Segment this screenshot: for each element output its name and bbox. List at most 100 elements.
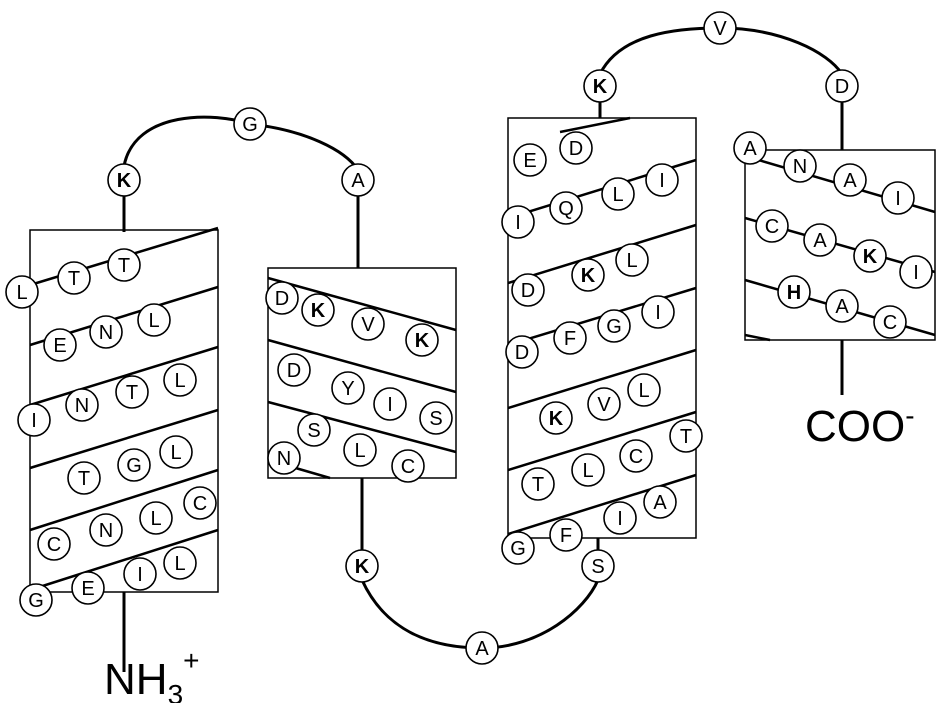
residue-circle bbox=[107, 163, 141, 197]
residue-circle bbox=[783, 149, 817, 183]
residue-letter: K bbox=[355, 556, 370, 578]
loop-3-residue-d: D bbox=[825, 69, 859, 103]
residue-letter: C bbox=[765, 216, 779, 238]
helix-3-residue-f: F bbox=[549, 518, 583, 552]
residue-circle bbox=[619, 439, 653, 473]
helix-3-residue-d: D bbox=[505, 335, 539, 369]
residue-circle bbox=[505, 335, 539, 369]
residue-letter: F bbox=[564, 328, 576, 350]
residue-circle bbox=[71, 571, 105, 605]
residue-circle bbox=[163, 363, 197, 397]
helix-4-residue-a: A bbox=[803, 223, 837, 257]
helix-3-residue-g: G bbox=[501, 531, 535, 565]
residue-letter: I bbox=[137, 564, 143, 586]
helix-3-residue-l: L bbox=[615, 243, 649, 277]
residue-letter: T bbox=[532, 474, 544, 496]
residue-letter: D bbox=[835, 76, 849, 98]
residue-circle bbox=[345, 549, 379, 583]
residue-circle bbox=[17, 403, 51, 437]
residue-circle bbox=[553, 321, 587, 355]
residue-circle bbox=[277, 353, 311, 387]
helix-3-residue-q: Q bbox=[549, 191, 583, 225]
helix-4-residue-i: I bbox=[881, 181, 915, 215]
residue-circle bbox=[587, 387, 621, 421]
residue-letter: D bbox=[275, 288, 289, 310]
helix-1-residue-l: L bbox=[137, 303, 171, 337]
residue-circle bbox=[37, 527, 71, 561]
residue-circle bbox=[107, 248, 141, 282]
loop-3-residue-v: V bbox=[703, 11, 737, 45]
residue-letter: G bbox=[606, 316, 622, 338]
residue-circle bbox=[137, 303, 171, 337]
residue-circle bbox=[643, 485, 677, 519]
residue-letter: S bbox=[429, 408, 442, 430]
residue-circle bbox=[669, 419, 703, 453]
residue-letter: I bbox=[659, 170, 665, 192]
helix-1-residue-i: I bbox=[17, 403, 51, 437]
residue-circle bbox=[159, 435, 193, 469]
residue-letter: L bbox=[170, 442, 181, 464]
residue-letter: C bbox=[193, 493, 207, 515]
residue-letter: K bbox=[415, 330, 430, 352]
residue-letter: E bbox=[53, 335, 66, 357]
helix-1-residue-t: T bbox=[67, 461, 101, 495]
residue-letter: I bbox=[895, 188, 901, 210]
helix-3-residue-l: L bbox=[601, 177, 635, 211]
loop-connectors bbox=[122, 26, 844, 672]
residue-circle bbox=[733, 131, 767, 165]
helix-4-residue-n: N bbox=[783, 149, 817, 183]
residue-circle bbox=[351, 307, 385, 341]
loop-1-residue-a: A bbox=[341, 163, 375, 197]
helix-1-residue-l: L bbox=[5, 275, 39, 309]
residue-letter: C bbox=[47, 534, 61, 556]
helix-1-residue-n: N bbox=[65, 388, 99, 422]
helix-3-residue-d: D bbox=[559, 131, 593, 165]
helix-2-residue-k: K bbox=[405, 323, 439, 357]
residue-circle bbox=[301, 293, 335, 327]
residue-circle bbox=[521, 467, 555, 501]
residue-letter: A bbox=[843, 170, 857, 192]
helix-3-residue-d: D bbox=[511, 273, 545, 307]
residue-circle bbox=[115, 375, 149, 409]
residue-circle bbox=[645, 163, 679, 197]
helix-2-residue-s: S bbox=[419, 401, 453, 435]
residue-letter: A bbox=[475, 638, 489, 660]
residue-letter: C bbox=[401, 456, 415, 478]
residue-letter: V bbox=[597, 394, 611, 416]
helix-4-residue-a: A bbox=[825, 289, 859, 323]
residue-letter: A bbox=[351, 170, 365, 192]
helix-2-residue-l: L bbox=[343, 433, 377, 467]
residue-letter: I bbox=[31, 410, 37, 432]
residue-circle bbox=[67, 461, 101, 495]
residue-circle bbox=[833, 163, 867, 197]
helix-3-residue-c: C bbox=[619, 439, 653, 473]
residue-circle bbox=[597, 309, 631, 343]
helix-3-residue-e: E bbox=[513, 143, 547, 177]
residue-letter: E bbox=[523, 150, 536, 172]
residue-circle bbox=[755, 209, 789, 243]
residue-letter: L bbox=[626, 250, 637, 272]
residue-circle bbox=[57, 261, 91, 295]
residue-letter: D bbox=[515, 342, 529, 364]
residue-letter: C bbox=[883, 312, 897, 334]
residue-letter: F bbox=[560, 525, 572, 547]
residue-circle bbox=[581, 549, 615, 583]
residue-letter: G bbox=[510, 538, 526, 560]
residue-circle bbox=[297, 413, 331, 447]
residue-letter: A bbox=[813, 230, 827, 252]
residue-circle bbox=[825, 69, 859, 103]
residue-letter: A bbox=[653, 492, 667, 514]
residue-circle bbox=[117, 448, 151, 482]
residue-circle bbox=[373, 387, 407, 421]
residue-letter: L bbox=[174, 553, 185, 575]
residue-circle bbox=[899, 255, 933, 289]
residue-letter: I bbox=[617, 508, 623, 530]
residue-letter: N bbox=[277, 448, 291, 470]
residue-letter: L bbox=[16, 282, 27, 304]
residue-circle bbox=[603, 501, 637, 535]
residue-circle bbox=[825, 289, 859, 323]
residue-letter: Y bbox=[341, 378, 354, 400]
residue-circle bbox=[183, 486, 217, 520]
residue-letter: D bbox=[569, 138, 583, 160]
